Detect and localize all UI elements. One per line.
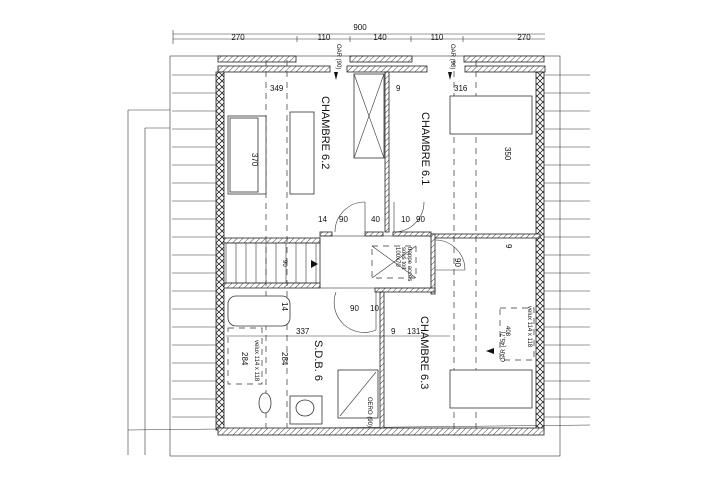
dim-wall-9c: 9 bbox=[391, 327, 396, 336]
dim-ch63-width: 131 bbox=[407, 327, 421, 336]
velux-label-right: velux 114 x 118 bbox=[526, 306, 532, 348]
dim-top-5: 270 bbox=[517, 33, 531, 42]
dim-door-2: 90 bbox=[339, 215, 348, 224]
dim-ch63-depth: 408 bbox=[504, 326, 510, 337]
velux-left bbox=[227, 327, 263, 385]
dim-top-2: 110 bbox=[318, 33, 331, 42]
window-arrow-icon bbox=[486, 348, 494, 354]
hatch-line-1: trappe accès bbox=[406, 247, 412, 281]
dim-door-1: 14 bbox=[318, 215, 327, 224]
walls bbox=[215, 55, 546, 436]
room-label-ch62: CHAMBRE 6.2 bbox=[319, 96, 331, 169]
staircase: 90 bbox=[225, 242, 321, 284]
furniture bbox=[227, 73, 535, 425]
dim-landing-door: 90 bbox=[453, 258, 462, 267]
dim-tub: 14 bbox=[280, 302, 289, 311]
window-label-ch63: OAR (45.7) bbox=[501, 332, 507, 362]
roof-hatch: trappe accès sous toit 100x70 bbox=[371, 245, 417, 281]
dim-ch61-width: 316 bbox=[454, 84, 468, 93]
window-arrow-icon bbox=[448, 72, 452, 80]
dim-top-1: 270 bbox=[231, 33, 245, 42]
bathtub bbox=[227, 295, 291, 327]
room-label-ch63: CHAMBRE 6.3 bbox=[418, 316, 430, 389]
bed-ch63 bbox=[449, 369, 533, 409]
room-label-sdb: S.D.B. 6 bbox=[312, 340, 324, 381]
shower-label: OERO (90) bbox=[366, 397, 372, 427]
hatch-line-2: sous toit bbox=[400, 247, 406, 270]
dim-wall-9b: 9 bbox=[504, 244, 513, 249]
roof-lines bbox=[127, 55, 591, 457]
dim-top-4: 110 bbox=[431, 33, 444, 42]
window-arrow-icon bbox=[334, 72, 338, 80]
doors bbox=[333, 201, 466, 333]
dim-door-3: 40 bbox=[371, 215, 380, 224]
velux-label-left: velux 114 x 118 bbox=[253, 340, 259, 382]
window-label-left: OAR (90) bbox=[335, 44, 341, 69]
hatch-line-3: 100x70 bbox=[394, 247, 400, 267]
window-label-right: OAR (90) bbox=[449, 44, 455, 69]
dimension-chain: 900 270 110 140 110 270 bbox=[172, 23, 545, 44]
dim-top-3: 140 bbox=[373, 33, 387, 42]
toilet bbox=[258, 392, 272, 414]
room-label-ch61: CHAMBRE 6.1 bbox=[419, 112, 431, 185]
stair-arrow-icon bbox=[311, 260, 318, 268]
dim-sdb-depth-a: 284 bbox=[240, 352, 249, 366]
dim-ch61-depth: 350 bbox=[503, 147, 512, 161]
dim-sdb-depth-b: 284 bbox=[280, 352, 289, 366]
dim-bath-door: 90 bbox=[350, 304, 359, 313]
dim-overall: 900 bbox=[353, 23, 367, 32]
dim-bath-door-2: 10 bbox=[370, 304, 379, 313]
dim-door-4: 10 bbox=[401, 215, 410, 224]
dim-door-5: 90 bbox=[416, 215, 425, 224]
dim-ch62-width: 349 bbox=[270, 84, 284, 93]
wardrobe-ch62 bbox=[289, 111, 315, 195]
dim-sdb-width: 337 bbox=[296, 327, 310, 336]
dim-ch62-depth: 370 bbox=[250, 153, 259, 167]
velux-right bbox=[499, 307, 535, 361]
dim-stair: 90 bbox=[281, 260, 287, 267]
bed-ch61 bbox=[449, 95, 533, 135]
dim-wall-9a: 9 bbox=[396, 84, 401, 93]
